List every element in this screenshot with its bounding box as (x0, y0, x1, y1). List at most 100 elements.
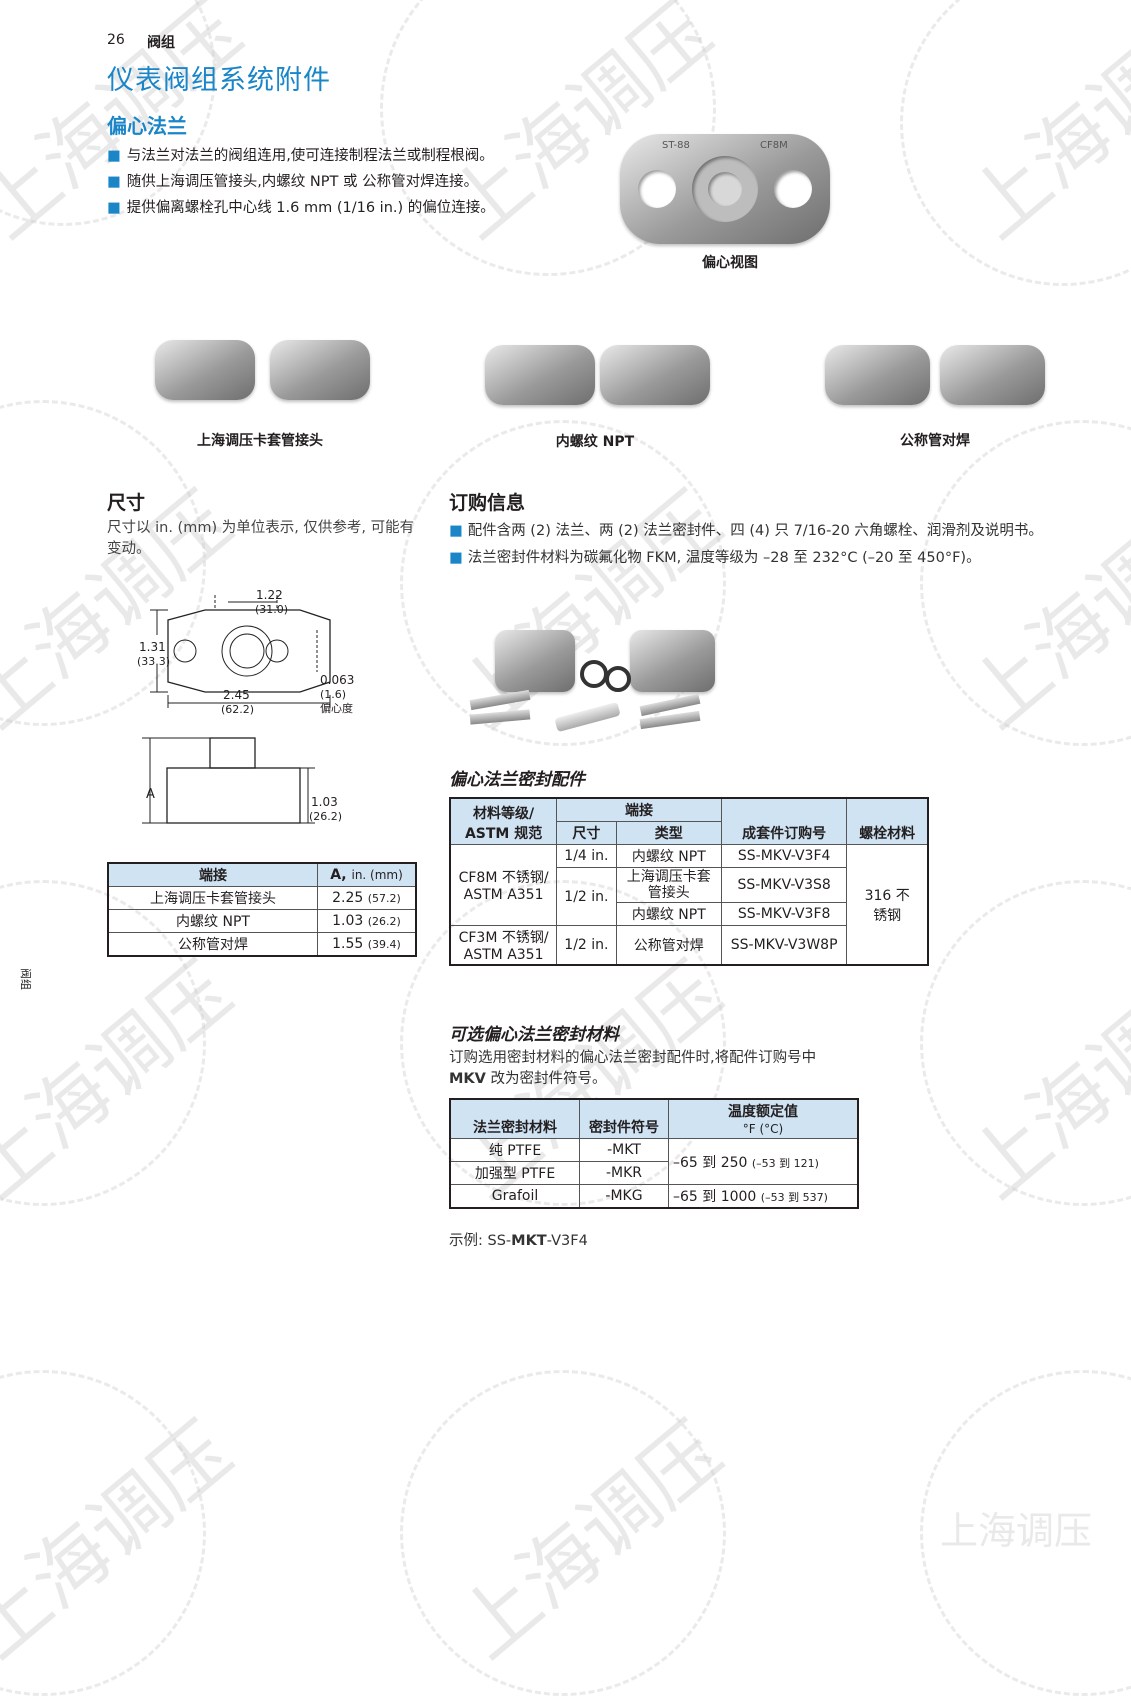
optional-title: 可选偏心法兰密封材料 (449, 1025, 619, 1045)
watermark-seal (400, 420, 726, 746)
ordering-bullet-list: 配件含两 (2) 法兰、两 (2) 法兰密封件、四 (4) 只 7/16-20 … (449, 518, 1099, 572)
side-view-body (166, 767, 301, 824)
dim-a-label: A (146, 787, 155, 802)
watermark-seal (400, 1370, 726, 1696)
bolt-icon (469, 709, 531, 725)
tube-fitting-photo (270, 340, 370, 400)
col-header-bolt: 螺栓材料 (846, 797, 929, 845)
npt-flange-photo (485, 345, 595, 405)
order-example: 示例: SS-MKT-V3F4 (449, 1233, 588, 1249)
dim-width-small: 1.22 (256, 588, 283, 602)
dimensions-text: 尺寸以 in. (mm) 为单位表示, 仅供参考, 可能有变动。 (107, 520, 415, 557)
col-header-end: 端接 (556, 797, 722, 822)
watermark-seal (920, 880, 1131, 1206)
kit-flange-photo (630, 630, 715, 692)
dim-width-small-mm: (31.0) (255, 603, 289, 616)
lubricant-icon (554, 701, 621, 733)
watermark-text: 上海调压 (952, 0, 1131, 257)
col-header-symbol: 密封件符号 (579, 1098, 669, 1139)
bolt-hole (638, 170, 676, 208)
intro-bullet: 提供偏离螺栓孔中心线 1.6 mm (1/16 in.) 的偏位连接。 (107, 195, 495, 221)
watermark-seal (920, 420, 1131, 746)
kit-flange-photo (495, 630, 575, 692)
table-row: 纯 PTFE -MKT –65 到 250 (–53 到 121) (449, 1138, 859, 1185)
table-row: CF8M 不锈钢/ ASTM A351 1/4 in. 内螺纹 NPT SS-M… (449, 844, 929, 966)
table-row: 上海调压卡套管接头 2.25 (57.2) (107, 886, 417, 910)
watermark-text: 上海调压 (0, 946, 249, 1217)
port-outline (221, 625, 273, 677)
photo-caption: 偏心视图 (702, 255, 758, 271)
dim-width-total: 2.45 (223, 688, 250, 702)
watermark-seal (900, 0, 1131, 286)
section-name: 阀组 (147, 35, 175, 51)
table-row: 公称管对焊 1.55 (39.4) (107, 932, 417, 957)
bolt-hole (774, 170, 812, 208)
flange-outline (167, 609, 331, 693)
page-title: 仪表阀组系统附件 (107, 65, 331, 96)
dim-thickness: 1.03 (311, 795, 338, 809)
ordering-heading: 订购信息 (449, 492, 526, 514)
seal-ring-icon (580, 660, 608, 688)
table-row: Grafoil -MKG –65 到 1000 (–53 到 537) (449, 1184, 859, 1209)
col-header-material: 法兰密封材料 (449, 1098, 580, 1139)
center-port-bore (708, 172, 742, 206)
dimensions-heading: 尺寸 (107, 492, 146, 514)
tube-fitting-photo (155, 340, 255, 400)
photo-caption: 上海调压卡套管接头 (197, 433, 323, 449)
dim-offset-mm: (1.6) (320, 688, 347, 701)
page-number: 26 (107, 32, 125, 48)
col-header-type: 类型 (615, 821, 722, 845)
watermark-text: 上海调压 (952, 946, 1131, 1217)
side-tab-label: 阀组 (19, 968, 32, 990)
intro-bullet: 与法兰对法兰的阀组连用,使可连接制程法兰或制程根阀。 (107, 143, 495, 169)
watermark-text: 上海调压 (442, 1406, 739, 1677)
butt-weld-photo (825, 345, 930, 405)
watermark-text: 上海调压 (952, 476, 1131, 747)
table-row: 内螺纹 NPT 1.03 (26.2) (107, 909, 417, 933)
dim-thickness-mm: (26.2) (309, 810, 343, 823)
seal-material-table: 法兰密封材料 密封件符号 温度额定值°F (°C) 纯 PTFE -MKT –6… (449, 1098, 859, 1209)
bolt-hole (173, 639, 197, 663)
dimension-drawing (142, 594, 331, 824)
photo-caption: 内螺纹 NPT (555, 434, 635, 450)
intro-bullet-list: 与法兰对法兰的阀组连用,使可连接制程法兰或制程根阀。 随供上海调压管接头,内螺纹… (107, 143, 495, 221)
watermark-text: 上海调压 (0, 1406, 249, 1677)
side-view-boss (209, 737, 256, 769)
watermark-seal (920, 1370, 1131, 1696)
intro-bullet: 随供上海调压管接头,内螺纹 NPT 或 公称管对焊连接。 (107, 169, 495, 195)
table-row: 1/2 in. 上海调压卡套 管接头 SS-MKV-V3S8 (450, 867, 928, 926)
col-header-material: 材料等级/ASTM 规范 (449, 797, 558, 845)
flange-marking: CF8M (760, 140, 788, 151)
col-header-order: 成套件订购号 (720, 797, 848, 845)
table-row: 加强型 PTFE -MKR (449, 1161, 858, 1185)
kit-table: 材料等级/ASTM 规范 端接 成套件订购号 螺栓材料 尺寸 类型 CF8M 不… (449, 797, 929, 966)
col-header-end: 端接 (107, 862, 318, 887)
section-subtitle: 偏心法兰 (107, 114, 187, 138)
dim-offset-label: 偏心度 (320, 702, 353, 715)
dim-height: 1.31 (139, 640, 166, 654)
npt-flange-photo (600, 345, 710, 405)
col-header-size: 尺寸 (556, 821, 617, 845)
dimension-table: 端接 A, in. (mm) 上海调压卡套管接头 2.25 (57.2) 内螺纹… (107, 862, 417, 957)
dim-width-total-mm: (62.2) (221, 703, 255, 716)
dim-offset: 0.063 (320, 673, 355, 687)
port-bore (229, 633, 265, 669)
seal-ring-icon (605, 666, 631, 692)
watermark-seal (0, 1370, 206, 1696)
watermark-text: 上海调压 (940, 1509, 1093, 1553)
kit-table-title: 偏心法兰密封配件 (449, 770, 585, 790)
col-header-a: A, in. (mm) (317, 862, 417, 887)
dim-height-mm: (33.3) (137, 655, 171, 668)
photo-caption: 公称管对焊 (900, 433, 970, 449)
col-header-temp: 温度额定值°F (°C) (668, 1098, 859, 1139)
bolt-hole (265, 639, 289, 663)
table-row: 内螺纹 NPT SS-MKV-V3F8 (450, 902, 928, 926)
flange-photo: ST-88 CF8M (620, 134, 830, 244)
ordering-bullet: 配件含两 (2) 法兰、两 (2) 法兰密封件、四 (4) 只 7/16-20 … (449, 518, 1099, 545)
ordering-bullet: 法兰密封件材料为碳氟化物 FKM, 温度等级为 –28 至 232°C (–20… (449, 545, 1099, 572)
flange-marking: ST-88 (662, 140, 690, 151)
butt-weld-photo (940, 345, 1045, 405)
bolt-icon (469, 689, 531, 711)
table-row: CF3M 不锈钢/ ASTM A351 1/2 in. 公称管对焊 SS-MKV… (449, 925, 928, 966)
